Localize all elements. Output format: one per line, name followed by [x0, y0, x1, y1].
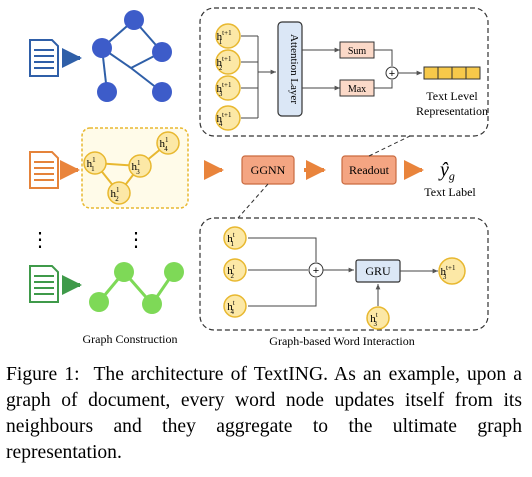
readout-plus-label: + — [389, 68, 395, 80]
gru-plus-label: + — [313, 265, 319, 277]
graph-word-interaction-label: Graph-based Word Interaction — [269, 334, 414, 348]
sum-to-plus — [374, 49, 393, 66]
document-icon-blue — [29, 39, 59, 77]
text-level-rep-label-2: Representation — [416, 104, 488, 118]
gru-label: GRU — [365, 264, 391, 278]
text-level-rep-label-1: Text Level — [426, 89, 478, 103]
readout-panel-connector — [368, 135, 411, 157]
text-level-representation-vector — [423, 66, 481, 80]
document-icon-orange — [29, 151, 59, 189]
max-label: Max — [348, 84, 366, 95]
figure-caption-prefix: Figure 1: — [6, 364, 80, 385]
ggnn-panel-connector — [237, 183, 269, 219]
document-icon-green — [29, 265, 59, 303]
figure-caption-text: The architecture of TextING. As an examp… — [6, 364, 522, 463]
text-label-caption: Text Label — [424, 185, 476, 199]
graph-construction-label: Graph Construction — [83, 332, 178, 346]
max-to-plus — [374, 80, 393, 89]
attention-layer-box — [277, 21, 303, 117]
gru-input-lines — [248, 237, 317, 307]
vdots-left: ⋮ — [30, 229, 50, 251]
readout-detail-panel — [199, 7, 489, 137]
attention-layer-label: Attention Layer — [288, 34, 300, 104]
ggnn-label: GGNN — [251, 163, 286, 177]
green-graph — [89, 262, 184, 314]
blue-graph — [92, 10, 172, 102]
figure-caption: Figure 1: The architecture of TextING. A… — [6, 362, 522, 466]
vdots-middle: ⋮ — [126, 229, 146, 251]
attention-input-lines — [241, 35, 259, 119]
readout-label: Readout — [349, 163, 390, 177]
output-y-hat: ŷg — [438, 159, 455, 183]
sum-label: Sum — [348, 46, 367, 57]
ggnn-detail-panel — [199, 217, 489, 331]
